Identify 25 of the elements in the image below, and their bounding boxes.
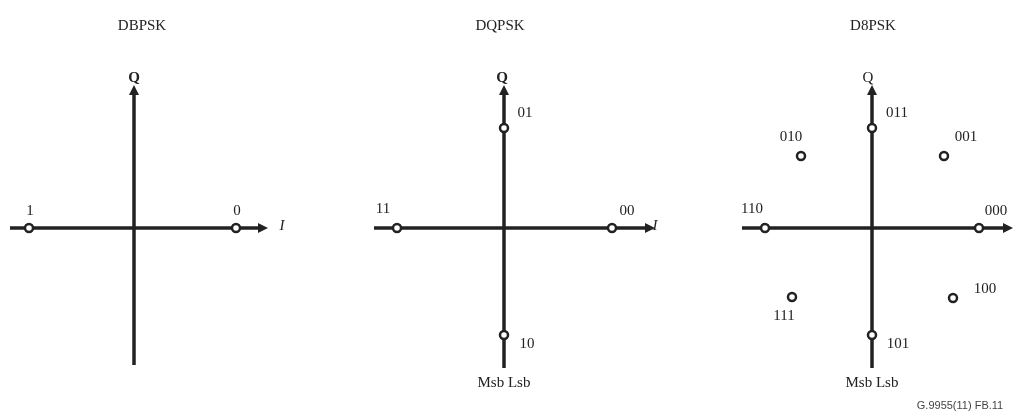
- point-label: 111: [773, 307, 795, 323]
- panel-title: DBPSK: [117, 17, 167, 33]
- point-label: 110: [741, 200, 763, 216]
- panel-title: D8PSK: [850, 17, 896, 33]
- panel-title: DQPSK: [475, 17, 525, 33]
- point-label: 0: [233, 202, 241, 218]
- axis-label: Q: [128, 69, 140, 85]
- bit-order-label: Msb Lsb: [845, 374, 899, 390]
- point-label: 1: [26, 202, 34, 218]
- axis-label: I: [652, 217, 658, 233]
- point-label: 01: [517, 104, 533, 120]
- point-label: 001: [954, 128, 978, 144]
- point-label: 10: [519, 335, 535, 351]
- point-label: 11: [375, 200, 391, 216]
- point-label: 101: [886, 335, 910, 351]
- point-label: 011: [886, 104, 908, 120]
- axis-label: I: [279, 217, 285, 233]
- axis-label: Q: [862, 69, 874, 85]
- point-label: 00: [619, 202, 635, 218]
- point-label: 010: [779, 128, 803, 144]
- figure-number: G.9955(11) FB.11: [916, 399, 1004, 411]
- point-label: 100: [973, 280, 997, 296]
- point-label: 000: [984, 202, 1008, 218]
- axis-label: Q: [496, 69, 508, 85]
- bit-order-label: Msb Lsb: [477, 374, 531, 390]
